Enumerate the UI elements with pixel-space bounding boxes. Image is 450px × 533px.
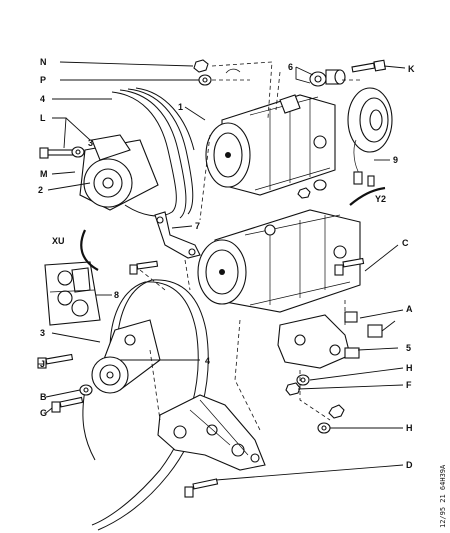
callout-XU: XU <box>52 236 65 246</box>
callout-M: M <box>40 169 48 179</box>
reference-code: 12/95 21 64H39A <box>439 464 447 528</box>
callout-A: A <box>406 304 413 314</box>
bracket-7 <box>154 211 201 259</box>
callout-F: F <box>406 380 412 390</box>
lower-tensioner-pulley <box>91 319 161 394</box>
leader-lines <box>38 61 406 481</box>
callout-P: P <box>40 75 46 85</box>
upper-compressor <box>205 94 336 196</box>
callout-9: 9 <box>393 155 398 165</box>
callout-H-lower: H <box>406 423 413 433</box>
callout-5: 5 <box>406 343 411 353</box>
lower-mounting-bracket <box>157 394 266 471</box>
callout-Y2: Y2 <box>375 194 386 204</box>
callout-4-lower: 4 <box>205 356 210 366</box>
callout-N: N <box>40 57 47 67</box>
variant-separators <box>80 186 386 271</box>
callout-L: L <box>40 113 46 123</box>
callout-1: 1 <box>178 102 183 112</box>
upper-drive-belt <box>111 87 195 219</box>
fasteners <box>37 59 387 498</box>
callout-H-upper: H <box>406 363 413 373</box>
callout-8: 8 <box>114 290 119 300</box>
callout-4-upper: 4 <box>40 94 45 104</box>
callout-6: 6 <box>288 62 293 72</box>
xu-inset-tensioner-8 <box>44 261 101 326</box>
callout-C: C <box>402 238 409 248</box>
callout-D: D <box>406 460 413 470</box>
callout-G: G <box>40 408 47 418</box>
callout-J: J <box>40 359 45 369</box>
callout-K: K <box>408 64 415 74</box>
callout-2: 2 <box>38 185 43 195</box>
callout-3-upper: 3 <box>88 138 93 148</box>
compressor-bracket-5 <box>277 314 360 369</box>
callout-labels: N P 4 L M 3 2 1 6 K 9 7 Y2 XU 8 C A 5 3 … <box>38 57 415 470</box>
compressor-clutch <box>347 87 393 187</box>
upper-tensioner-pulley <box>79 134 159 211</box>
callout-B: B <box>40 392 47 402</box>
callout-7: 7 <box>195 221 200 231</box>
assembly-dashed-lines <box>139 61 360 431</box>
lower-compressor <box>197 209 361 313</box>
callout-3-lower: 3 <box>40 328 45 338</box>
